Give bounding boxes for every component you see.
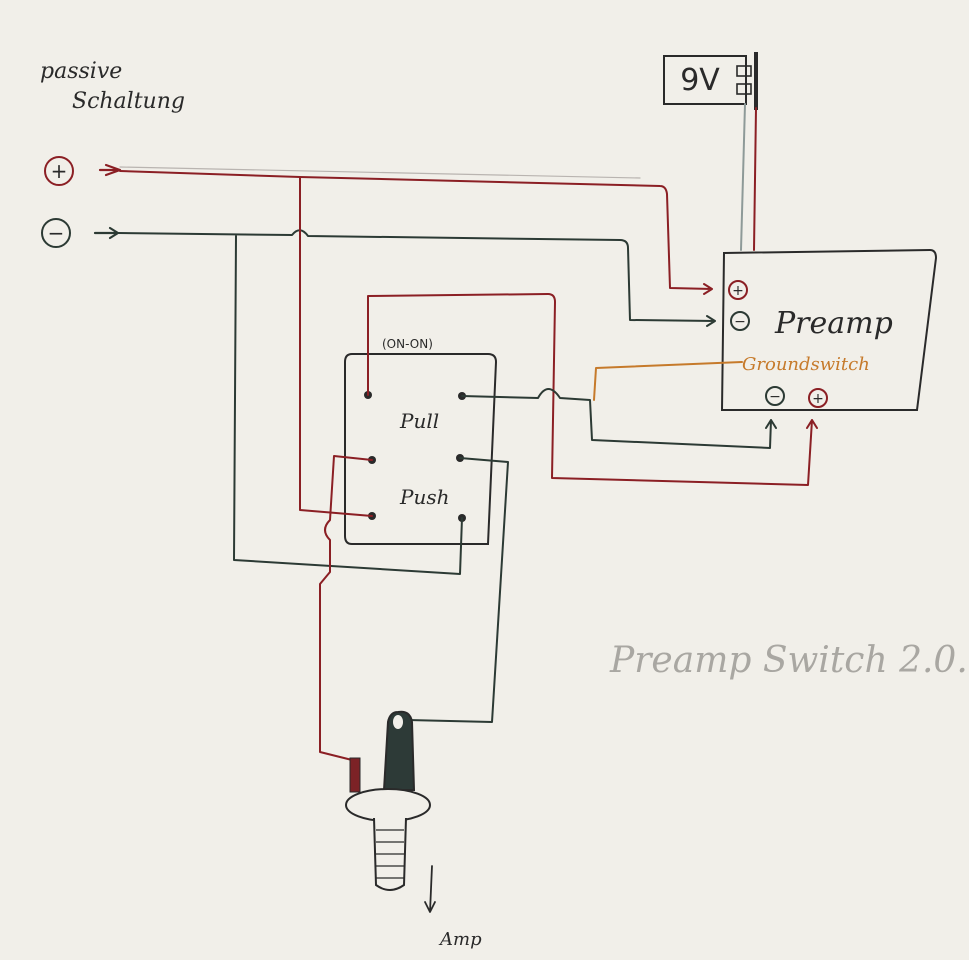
battery-label: 9V — [680, 63, 720, 98]
battery-9v: 9V — [663, 52, 758, 110]
wire-lug4-to-jack — [407, 457, 509, 723]
push-label: Push — [399, 485, 449, 509]
svg-text:+: + — [812, 391, 824, 407]
preamp-label: Preamp — [774, 306, 893, 341]
wire-plus-to-preamp — [119, 170, 713, 295]
amp-label: Amp — [438, 929, 482, 950]
preamp-out-plus — [808, 388, 828, 408]
preamp-in-minus — [730, 311, 750, 331]
preamp-box: Preamp Groundswitch + − − + — [720, 248, 938, 411]
label-passive: passive — [40, 59, 122, 84]
wire-lug2-to-preamp-out — [461, 388, 777, 449]
plus-sign: + — [51, 159, 68, 183]
svg-text:−: − — [769, 389, 781, 405]
output-jack — [345, 710, 431, 891]
input-minus-terminal: − — [41, 218, 71, 248]
preamp-out-minus — [765, 386, 785, 406]
wire-battery-gray — [740, 103, 746, 251]
input-plus-terminal: + — [44, 156, 74, 186]
svg-text:−: − — [734, 314, 746, 330]
switch-type-label: (ON-ON) — [382, 337, 433, 351]
diagram-title: Preamp Switch 2.0. — [609, 640, 968, 681]
wire-plus-to-lug5 — [299, 176, 373, 517]
label-schaltung: Schaltung — [72, 89, 185, 114]
wire-groundswitch — [593, 361, 743, 401]
wire-battery-red — [753, 107, 757, 251]
push-pull-switch: (ON-ON) Pull Push — [344, 337, 498, 545]
svg-text:+: + — [732, 283, 744, 299]
wire-minus-to-preamp — [117, 229, 716, 327]
amp-arrow-icon — [424, 865, 436, 913]
minus-sign: − — [48, 221, 65, 245]
wire-minus-to-lug6 — [233, 235, 463, 575]
preamp-in-plus — [728, 280, 748, 300]
pull-label: Pull — [399, 409, 439, 433]
wire-lug3-to-jack — [319, 455, 373, 761]
groundswitch-label: Groundswitch — [742, 354, 870, 375]
